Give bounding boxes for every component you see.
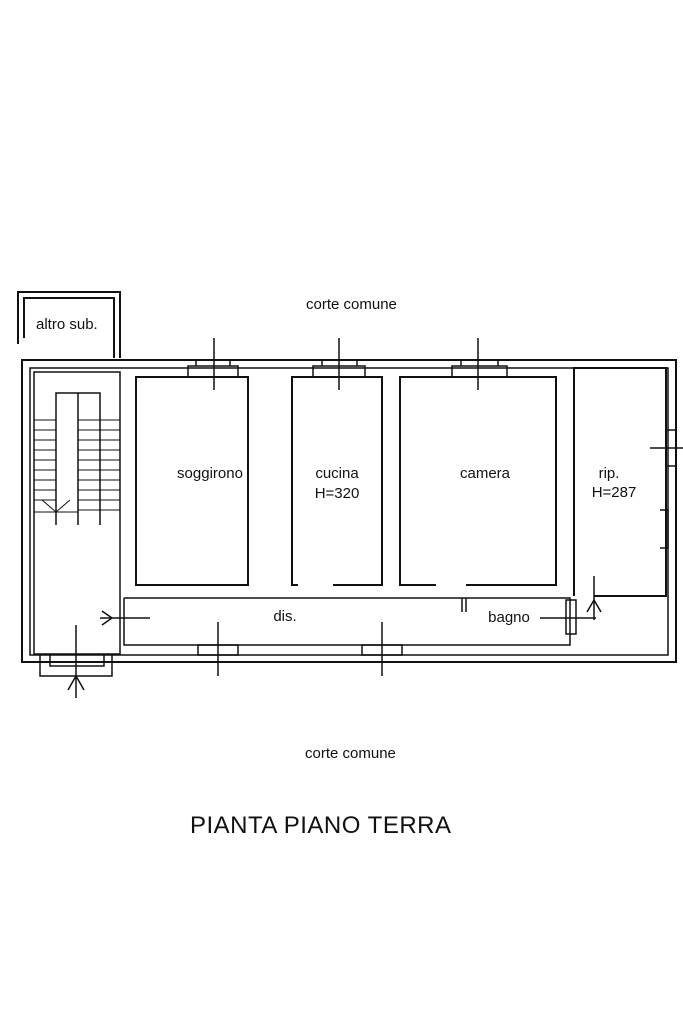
windows-top [187, 338, 508, 390]
room-label-cucina: cucina [315, 465, 359, 482]
windows-bottom [197, 622, 403, 676]
court-bottom-label: corte comune [305, 745, 396, 762]
room-cucina [291, 376, 383, 586]
room-label-disimpegno: dis. [273, 608, 297, 625]
room-label-bagno: bagno [488, 609, 530, 626]
plan-title: PIANTA PIANO TERRA [190, 812, 452, 839]
room-label-ripostiglio: rip. [598, 465, 620, 482]
stair-treads [34, 419, 120, 513]
corridor-outline [123, 597, 571, 646]
other-unit-outline [17, 291, 121, 358]
door-arrows [100, 576, 602, 626]
outer-wall [21, 359, 677, 663]
room-height-ripostiglio: H=287 [591, 484, 637, 501]
court-top-label: corte comune [306, 296, 397, 313]
other-unit-label: altro sub. [36, 316, 98, 333]
stair-core [33, 371, 121, 655]
room-soggiorno [135, 376, 249, 586]
room-ripostiglio [573, 367, 667, 597]
inner-wall [29, 367, 669, 656]
room-label-soggiorno: soggirono [177, 465, 243, 482]
room-height-cucina: H=320 [314, 485, 360, 502]
entrance [39, 625, 113, 698]
room-label-camera: camera [459, 465, 511, 482]
window-bagno [540, 599, 596, 635]
window-right [650, 429, 683, 549]
